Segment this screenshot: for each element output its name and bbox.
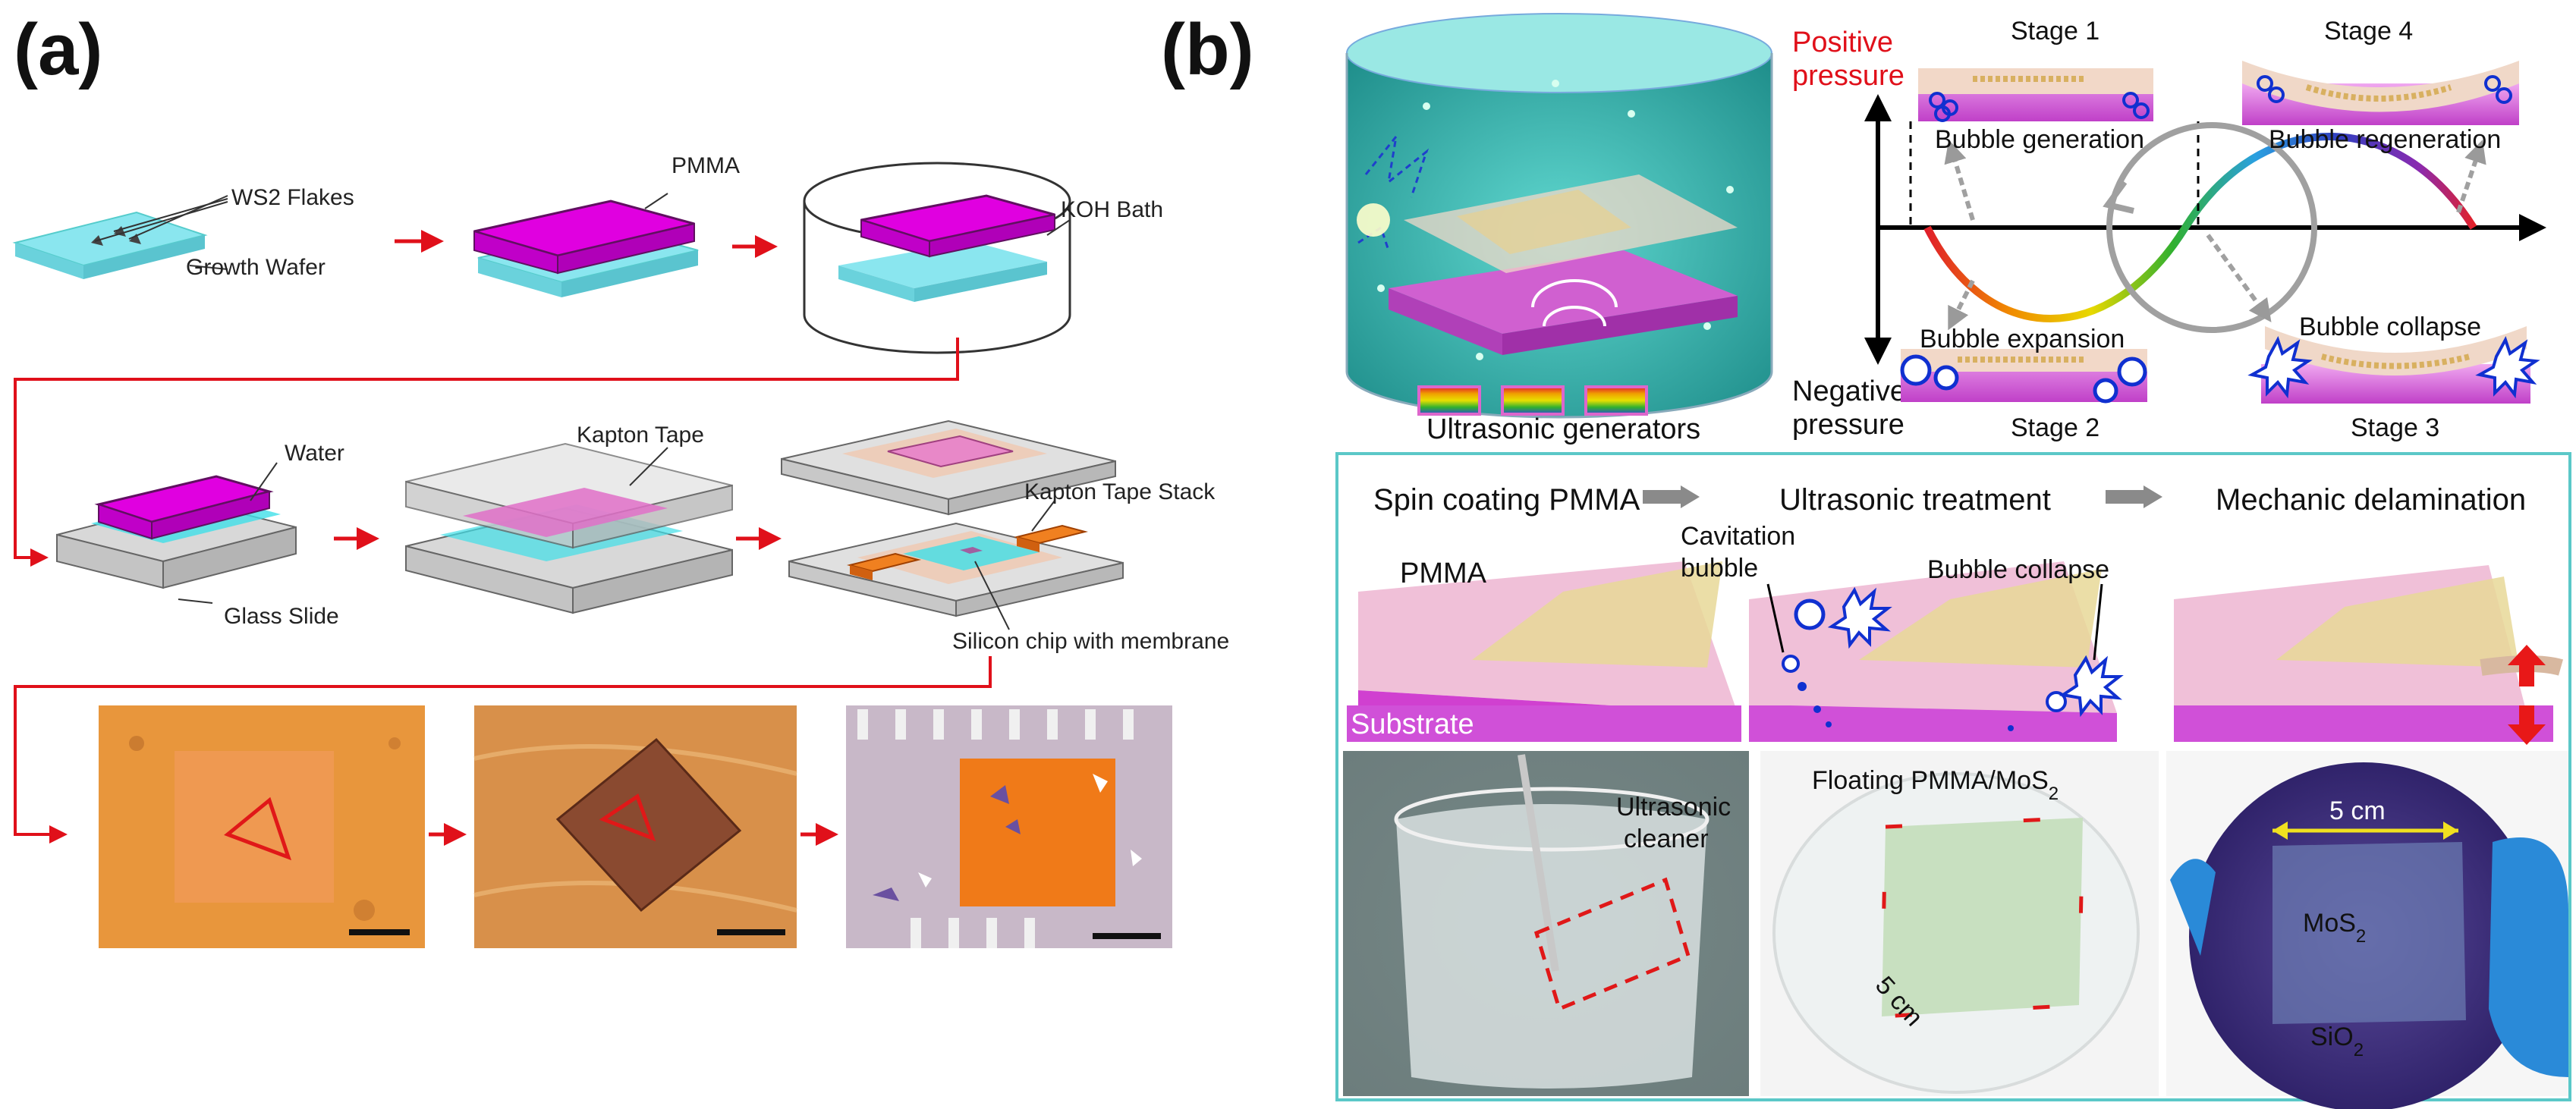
tape-stack-pointer [1031, 500, 1055, 532]
floating-film-photo [1760, 751, 2159, 1096]
pmma-on-glass-slide [56, 475, 297, 589]
stage3-label: Stage 3 [2351, 413, 2439, 442]
ultrasonic-cleaner-label-1: Ultrasonic [1616, 793, 1731, 822]
silicon-chip-pointer [974, 561, 1010, 630]
growth-wafer-label: Growth Wafer [186, 255, 326, 280]
substrate-label: Substrate [1351, 708, 1474, 740]
pmma-on-wafer [473, 199, 699, 297]
optical-image-3 [846, 705, 1172, 948]
negative-pressure-label-1: Negative [1792, 375, 1906, 407]
panel-b-label: (b) [1161, 9, 1254, 90]
red-connector-row2 [14, 338, 959, 567]
pmma-step-label: PMMA [1400, 558, 1487, 589]
gray-arrow-stage2 [1948, 279, 1975, 331]
mos2-label: MoS2 [2303, 909, 2366, 947]
stage1-thumbnail [1918, 68, 2153, 122]
optical-image-2 [473, 705, 797, 948]
cycle-circle [2106, 122, 2317, 333]
chip-with-tape-stack [781, 419, 1124, 617]
pressure-wave [1923, 133, 2477, 322]
floating-label: Floating PMMA/MoS2 [1812, 766, 2059, 804]
bubble-collapse-label: Bubble collapse [2299, 313, 2481, 341]
gray-step-arrow-1-head [1681, 485, 1700, 508]
cycle-arrow-head [2103, 180, 2134, 214]
flake-pointer-3 [94, 201, 228, 242]
pmma-pointer [644, 193, 668, 209]
sio2-label: SiO2 [2310, 1023, 2364, 1060]
positive-pressure-label-2: pressure [1792, 60, 1904, 92]
optical-image-1 [99, 705, 425, 948]
growth-wafer-with-flakes [12, 211, 208, 279]
stage1-label: Stage 1 [2011, 17, 2099, 46]
step3-title: Mechanic delamination [2216, 483, 2526, 517]
panel-b: (b) Ultrasonic generators [1161, 9, 2571, 1109]
flake-pointer-2 [113, 198, 228, 232]
ultrasonic-tank [1345, 13, 1773, 419]
ultrasonic-step-illustration [1749, 561, 2124, 742]
stage2-label: Stage 2 [2011, 413, 2099, 442]
panel-a-label: (a) [14, 9, 102, 90]
five-cm-label-wafer: 5 cm [2329, 796, 2386, 825]
glass-slide-label: Glass Slide [224, 604, 339, 629]
ultrasonic-cleaner-photo [1343, 751, 1749, 1096]
water-label: Water [285, 441, 344, 466]
step1-title: Spin coating PMMA [1373, 483, 1640, 517]
kapton-tape-stack-label: Kapton Tape Stack [1024, 479, 1216, 504]
panel-a: (a) WS2 Flakes Growth Wafer PMMA [12, 9, 1229, 948]
koh-bath-label: KOH Bath [1061, 197, 1163, 222]
stage4-label: Stage 4 [2324, 17, 2413, 46]
gray-arrow-stage4 [2456, 140, 2486, 213]
spin-coat-illustration [1347, 561, 1741, 742]
glass-slide-pointer [178, 598, 213, 604]
stage3-thumbnail [2247, 326, 2540, 404]
kapton-tape-pointer [629, 447, 668, 486]
ws2-flakes-label: WS2 Flakes [231, 185, 354, 210]
gray-arrow-stage3 [2206, 234, 2272, 322]
gray-step-arrow-2-head [2144, 485, 2162, 508]
koh-bath [803, 162, 1071, 354]
ultrasonic-generators-label: Ultrasonic generators [1426, 413, 1700, 445]
kapton-tape-sandwich [405, 442, 733, 614]
koh-pointer [1046, 219, 1071, 236]
cavitation-pointer [1766, 583, 1785, 653]
pmma-label: PMMA [672, 153, 740, 178]
wafer-photo [2166, 751, 2568, 1109]
bubble-expansion-label: Bubble expansion [1920, 325, 2125, 353]
gray-arrow-stage1 [1944, 140, 1975, 221]
collapse-pointer [2093, 583, 2103, 661]
negative-pressure-label-2: pressure [1792, 409, 1904, 441]
ultrasonic-cleaner-label-2: cleaner [1624, 825, 1709, 853]
silicon-chip-label: Silicon chip with membrane [952, 629, 1229, 654]
bubble-regeneration-label: Bubble regeneration [2269, 125, 2501, 154]
growth-wafer-pointer [189, 265, 228, 270]
bubble-generation-label: Bubble generation [1935, 125, 2144, 154]
process-frame [1335, 452, 2571, 1101]
cavitation-label-1: Cavitation [1681, 522, 1795, 551]
cavitation-label-2: bubble [1681, 554, 1758, 583]
delamination-illustration [2174, 565, 2564, 745]
red-connector-row3 [14, 656, 992, 844]
stage2-thumbnail [1900, 349, 2147, 404]
water-pointer [250, 462, 278, 501]
positive-pressure-label-1: Positive [1792, 27, 1893, 58]
stage4-thumbnail [2242, 61, 2519, 125]
bubble-collapse-2-label: Bubble collapse [1927, 555, 2109, 584]
step2-title: Ultrasonic treatment [1779, 483, 2051, 517]
kapton-tape-label: Kapton Tape [577, 423, 704, 448]
